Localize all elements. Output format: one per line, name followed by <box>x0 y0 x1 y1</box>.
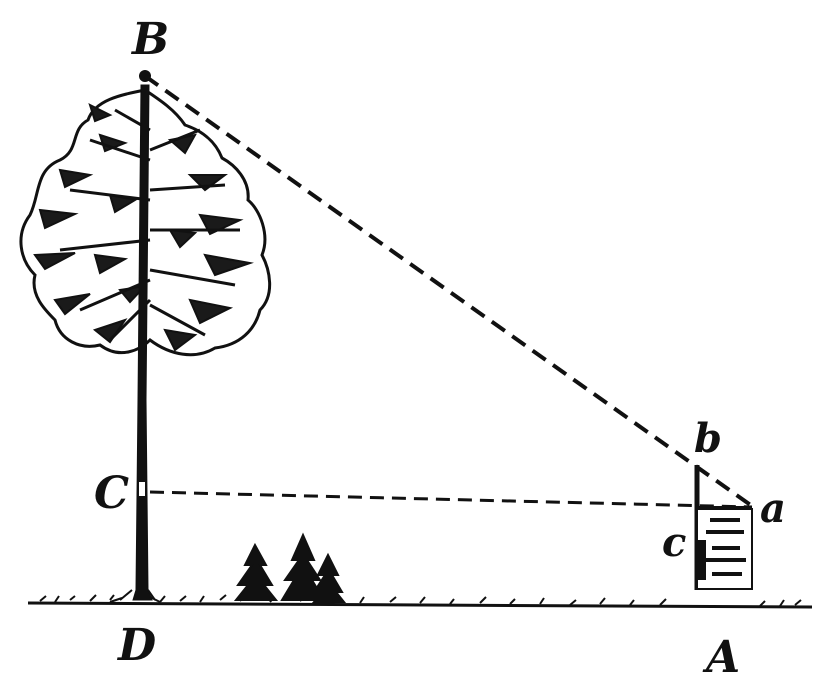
sight-line-a-to-C <box>149 490 753 509</box>
fir-tree-middle <box>280 532 326 601</box>
tree-base-roots <box>109 589 161 603</box>
tree <box>19 70 272 603</box>
board-notebook-writing <box>706 518 746 576</box>
label-point-B: B <box>130 14 169 65</box>
label-point-A: A <box>702 632 740 683</box>
trunk-mark-c <box>139 482 145 496</box>
label-point-c: c <box>662 519 686 566</box>
label-point-b: b <box>694 415 722 462</box>
board-notebook-shading <box>698 540 706 580</box>
measuring-board <box>694 465 753 590</box>
ground-line <box>27 601 813 609</box>
label-point-D: D <box>116 620 156 671</box>
fir-tree-left <box>233 542 279 601</box>
fir-tree-right <box>311 552 347 603</box>
label-point-C: C <box>94 468 129 519</box>
label-point-a: a <box>760 485 786 532</box>
tree-trunk <box>132 84 153 601</box>
small-fir-trees <box>233 532 347 603</box>
